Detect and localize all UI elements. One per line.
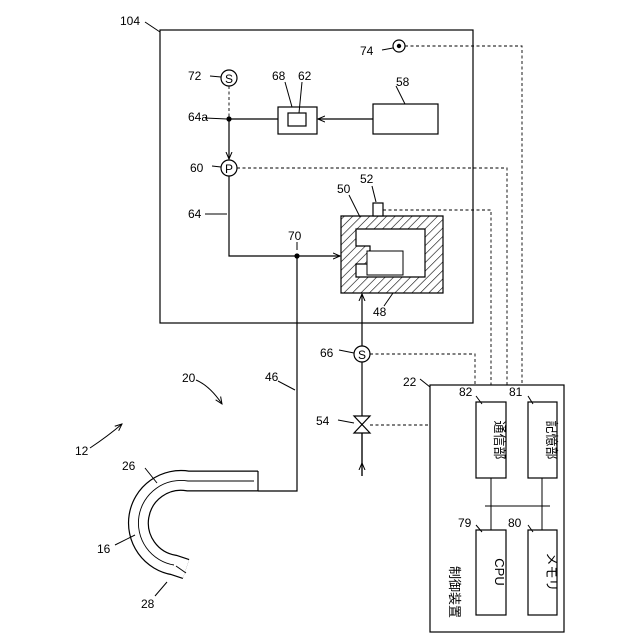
cpu-label: CPU [492, 558, 507, 585]
probe-26 [138, 471, 258, 569]
inner-cavity-50 [367, 251, 403, 275]
label-79: 79 [458, 516, 472, 530]
label-52: 52 [360, 172, 374, 186]
label-70: 70 [288, 229, 302, 243]
label-26: 26 [122, 459, 136, 473]
label-80: 80 [508, 516, 522, 530]
storage-unit-label: 記憶部 [544, 420, 559, 459]
label-104: 104 [120, 14, 140, 28]
label-12: 12 [75, 444, 89, 458]
valve-54 [354, 416, 370, 433]
label-22: 22 [403, 375, 417, 389]
label-66: 66 [320, 346, 334, 360]
memory-label: メモリ [544, 552, 559, 591]
terminal-74 [393, 40, 405, 52]
label-50: 50 [337, 182, 351, 196]
label-60: 60 [190, 161, 204, 175]
pump-p-60-symbol: P [225, 162, 233, 176]
label-48: 48 [373, 305, 387, 319]
label-81: 81 [509, 385, 523, 399]
label-54: 54 [316, 414, 330, 428]
label-82: 82 [459, 385, 473, 399]
label-46: 46 [265, 370, 279, 384]
unit-62-window [288, 113, 306, 126]
label-28: 28 [141, 597, 155, 611]
housing-48 [341, 216, 443, 293]
label-72: 72 [188, 69, 202, 83]
label-16: 16 [97, 542, 111, 556]
label-68: 68 [272, 69, 286, 83]
controller-title: 制御装置 [447, 566, 462, 618]
label-74: 74 [360, 44, 374, 58]
label-58: 58 [396, 75, 410, 89]
comm-unit-label: 通信部 [492, 420, 507, 459]
label-62: 62 [298, 69, 312, 83]
label-20: 20 [182, 371, 196, 385]
tank-58 [373, 104, 438, 134]
nozzle-52 [373, 203, 383, 216]
sensor-s-66-symbol: S [358, 348, 366, 362]
sensor-s-72-symbol: S [225, 72, 233, 86]
label-64a: 64a [188, 110, 208, 124]
label-64: 64 [188, 207, 202, 221]
